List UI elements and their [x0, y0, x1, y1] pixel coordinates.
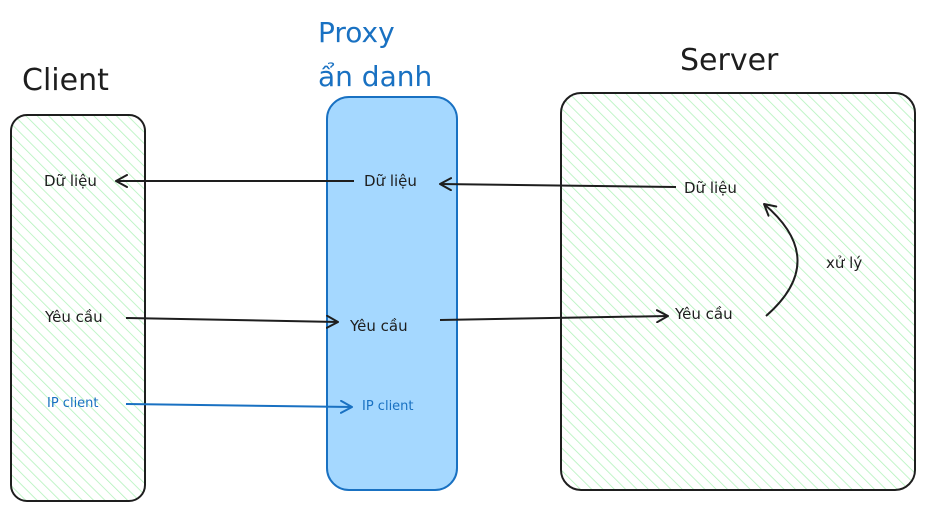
server-box: [560, 92, 916, 491]
proxy-box: [326, 96, 458, 491]
proxy-title-line2: ẩn danh: [318, 60, 432, 93]
server-data-label: Dữ liệu: [684, 179, 737, 197]
proxy-request-label: Yêu cầu: [349, 317, 408, 335]
arrow-client-to-proxy-ip: [125, 399, 353, 414]
proxy-ip-label: IP client: [362, 399, 414, 414]
server-title: Server: [680, 43, 779, 78]
client-request-label: Yêu cầu: [44, 308, 103, 326]
arrow-client-to-proxy-request: [125, 314, 339, 329]
arrow-proxy-to-server-request: [439, 309, 669, 324]
server-request-label: Yêu cầu: [674, 305, 733, 323]
server-process-label: xử lý: [826, 254, 862, 272]
proxy-title-line1: Proxy: [318, 16, 395, 49]
client-data-label: Dữ liệu: [44, 172, 97, 190]
arrow-processing: [763, 203, 799, 317]
proxy-data-label: Dữ liệu: [364, 172, 417, 190]
client-box: [10, 114, 146, 502]
arrow-server-to-proxy-data: [439, 177, 677, 192]
client-title: Client: [22, 63, 109, 98]
client-ip-label: IP client: [47, 396, 99, 411]
